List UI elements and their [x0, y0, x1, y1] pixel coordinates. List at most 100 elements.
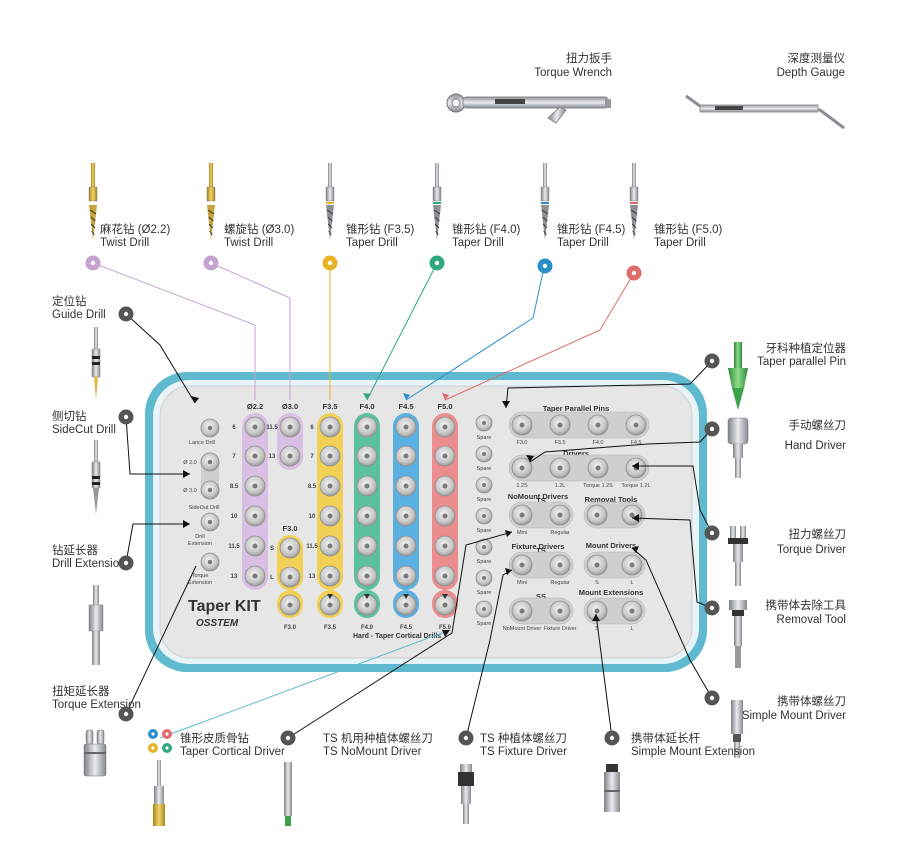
col-header-5: F5.0: [437, 402, 452, 411]
drill-column-2: [317, 413, 343, 590]
mountext-label-0: S: [595, 626, 599, 632]
drill-slot-2-3-hole: [327, 513, 333, 519]
drill-0-cn: 麻花钻 (Ø2.2): [100, 222, 170, 236]
torque-wrench-en: Torque Wrench: [534, 67, 612, 79]
drill-slot-1-1-hole: [287, 453, 293, 459]
drill-labels: 麻花钻 (Ø2.2) Twist Drill 螺旋钻 (Ø3.0) Twist …: [100, 222, 723, 249]
mountext-slot-1-hole: [629, 608, 635, 614]
torque-extension-cn: 扭矩延长器: [52, 684, 110, 698]
drill-flute-2-1: [327, 216, 333, 222]
bottom-badge-1: [458, 730, 474, 746]
drill-4-cn: 锥形钻 (F4.5): [557, 222, 626, 236]
pins-slot-0-hole: [519, 422, 525, 428]
spare-label-3: Spare: [477, 528, 492, 534]
mount-extension-en: Simple Mount Extension: [631, 746, 755, 758]
right-badge-0: [704, 353, 720, 369]
drill-flute-3-2: [434, 223, 440, 229]
drill-flute-4-2: [542, 223, 548, 229]
spare-slot-3: [475, 507, 493, 525]
torque-wrench-cn: 扭力扳手: [566, 51, 612, 65]
drill-flute-4-0: [541, 209, 549, 215]
depth-a-2: 8.5: [230, 484, 239, 490]
drill-5-cn: 锥形钻 (F5.0): [654, 222, 723, 236]
drill-4-en: Taper Drill: [557, 237, 609, 249]
drill-flute-0-0: [89, 209, 97, 215]
drill-slot-2-4: [319, 535, 341, 557]
parallel-pin-cn: 牙科种植定位器: [766, 341, 847, 355]
drill-shank-4: [543, 163, 547, 187]
depth-a-1: 7: [232, 454, 236, 460]
drill-slot-0-4: [244, 535, 266, 557]
lance-slot: [200, 418, 220, 438]
drill-slot-1-0-hole: [287, 424, 293, 430]
drill-slot-5-1-hole: [442, 453, 448, 459]
torque-wrench-illustration: [446, 93, 611, 124]
torque-ext-slot: [200, 552, 220, 572]
drill-shank-2: [328, 163, 332, 187]
drill-illustrations: [88, 163, 639, 240]
drivers-slot-1: [549, 457, 571, 479]
sideout-slot-2b: [200, 480, 220, 500]
spare-label-0: Spare: [477, 435, 492, 441]
drill-slot-3-2-hole: [364, 483, 370, 489]
drill-body-5: [629, 186, 639, 202]
right-badge-3: [704, 600, 720, 616]
drill-slot-2-2: [319, 475, 341, 497]
drill-badge-2-dot: [327, 260, 333, 266]
torque-ext-label-b: Extension: [188, 580, 212, 586]
drivers-slot-1-hole: [557, 465, 563, 471]
left-badge-0: [118, 306, 134, 322]
drill-badge-2: [322, 255, 338, 271]
drivers-slot-2-hole: [595, 465, 601, 471]
drill-slot-0-2-hole: [252, 483, 258, 489]
cortical-slot-5: [434, 594, 456, 616]
bottom-tool-labels: 锥形皮质骨钻 Taper Cortical Driver TS 机用种植体螺丝刀…: [180, 731, 755, 758]
f30-slot-s: [279, 537, 301, 559]
bottom-badge-1-dot: [463, 735, 469, 741]
removal-title: Removal Tools: [585, 495, 638, 504]
drill-slot-4-3: [395, 505, 417, 527]
cortical-label-2: F3.5: [324, 625, 337, 631]
drill-band-2: [326, 202, 334, 204]
left-tool-art: [83, 327, 107, 777]
depth-gauge-en: Depth Gauge: [777, 67, 845, 79]
drill-ext-label-a: Drill: [195, 534, 204, 540]
drill-slot-3-4: [356, 535, 378, 557]
sideout-label: SideOut Drill: [189, 505, 220, 511]
drill-slot-0-1: [244, 445, 266, 467]
mountdrivers-label-0: S: [595, 580, 599, 586]
depth-b-2: 8.5: [308, 484, 317, 490]
drivers-slot-0: [511, 457, 533, 479]
depth-a-5: 13: [231, 574, 238, 580]
drill-slot-4-5: [395, 565, 417, 587]
mountext-slot-0: [586, 600, 608, 622]
spare-slot-0: [475, 414, 493, 432]
simple-mount-driver-en: Simple Mount Driver: [742, 710, 846, 722]
spare-slot-1-hole: [482, 452, 486, 456]
depth-b-0: 6: [310, 425, 314, 431]
f30-s: S: [270, 546, 274, 552]
drill-1-en: Twist Drill: [224, 237, 273, 249]
tray-bottom-caption: Hard - Taper Cortical Drills: [353, 633, 441, 640]
drill-flute-0-1: [90, 216, 96, 222]
arrowheads: [183, 393, 639, 637]
torque-driver-en: Torque Driver: [777, 544, 846, 556]
drill-badge-4: [537, 258, 553, 274]
nomount-tag: TS: [536, 496, 546, 505]
drill-1-cn: 螺旋钻 (Ø3.0): [224, 222, 294, 236]
fixture-label-0: Mini: [517, 580, 527, 586]
drill-flute-1-2: [208, 223, 214, 229]
spare-slot-5: [475, 569, 493, 587]
depth-b-5: 13: [309, 574, 316, 580]
nomount-slot-1-hole: [557, 512, 563, 518]
guide-drill-cn: 定位钻: [52, 294, 87, 308]
drivers-label-2: Torque 1.2S: [583, 483, 613, 489]
drill-slot-5-5: [434, 565, 456, 587]
ts-fixture-cn: TS 种植体螺丝刀: [480, 731, 567, 745]
drill-flute-1-0: [207, 209, 215, 215]
mountdrivers-slot-1: [621, 554, 643, 576]
ss-slot-0: [511, 600, 533, 622]
nomount-slot-0-hole: [519, 512, 525, 518]
drill-slot-5-4: [434, 535, 456, 557]
depth-b-4: 11.5: [306, 544, 318, 550]
